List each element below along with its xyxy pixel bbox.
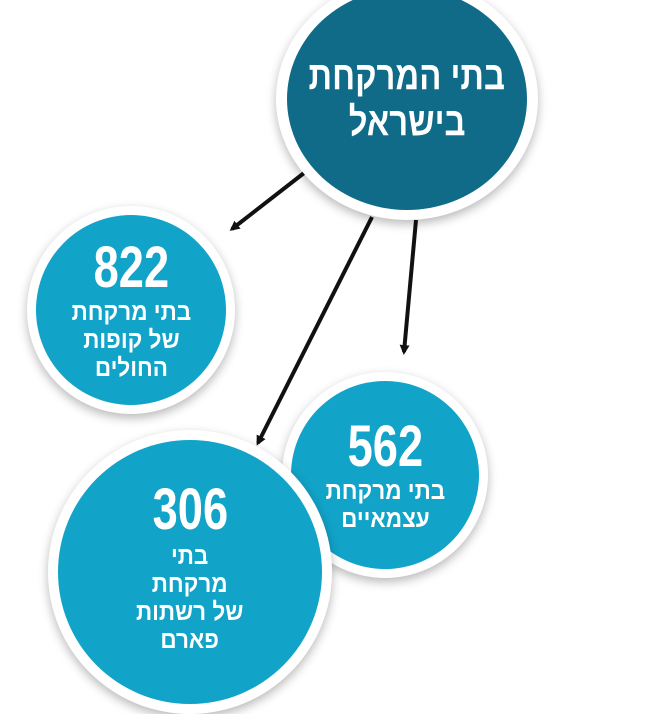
health-funds-label-line: החולים (94, 354, 168, 382)
independent-count: 562 (347, 414, 423, 479)
main-circle: בתי המרקחת בישראל (287, 0, 527, 210)
health-funds-label-line: של קופות (82, 326, 180, 354)
health-funds-circle: 822 בתי מרקחת של קופות החולים (36, 215, 226, 405)
main-title-line2: בישראל (348, 100, 466, 144)
arrows-layer (229, 171, 418, 446)
health-funds-label-line: בתי מרקחת (71, 298, 191, 326)
independent-label-line: בתי מרקחת (325, 477, 445, 505)
chains-label-line: בתי (171, 542, 209, 570)
arrow-to-independent (399, 219, 418, 355)
chains-label: בתי מרקחת של רשתות פארם (136, 542, 243, 654)
pharmacy-diagram: בתי המרקחת בישראל 822 בתי מרקחת של קופות… (36, 0, 527, 704)
independent-label: בתי מרקחת עצמאיים (325, 477, 445, 533)
independent-label-line: עצמאיים (340, 505, 430, 533)
chains-label-line: של רשתות (136, 598, 244, 626)
health-funds-count: 822 (93, 235, 169, 300)
chains-label-line: מרקחת (152, 570, 228, 598)
arrow-to-health-funds (229, 171, 306, 231)
health-funds-label: בתי מרקחת של קופות החולים (71, 298, 191, 382)
main-title-line1: בתי המרקחת (308, 54, 506, 98)
arrow-to-chains (256, 216, 374, 446)
chains-count: 306 (152, 477, 228, 542)
chains-label-line: פארם (160, 626, 220, 654)
chains-circle: 306 בתי מרקחת של רשתות פארם (58, 440, 322, 704)
